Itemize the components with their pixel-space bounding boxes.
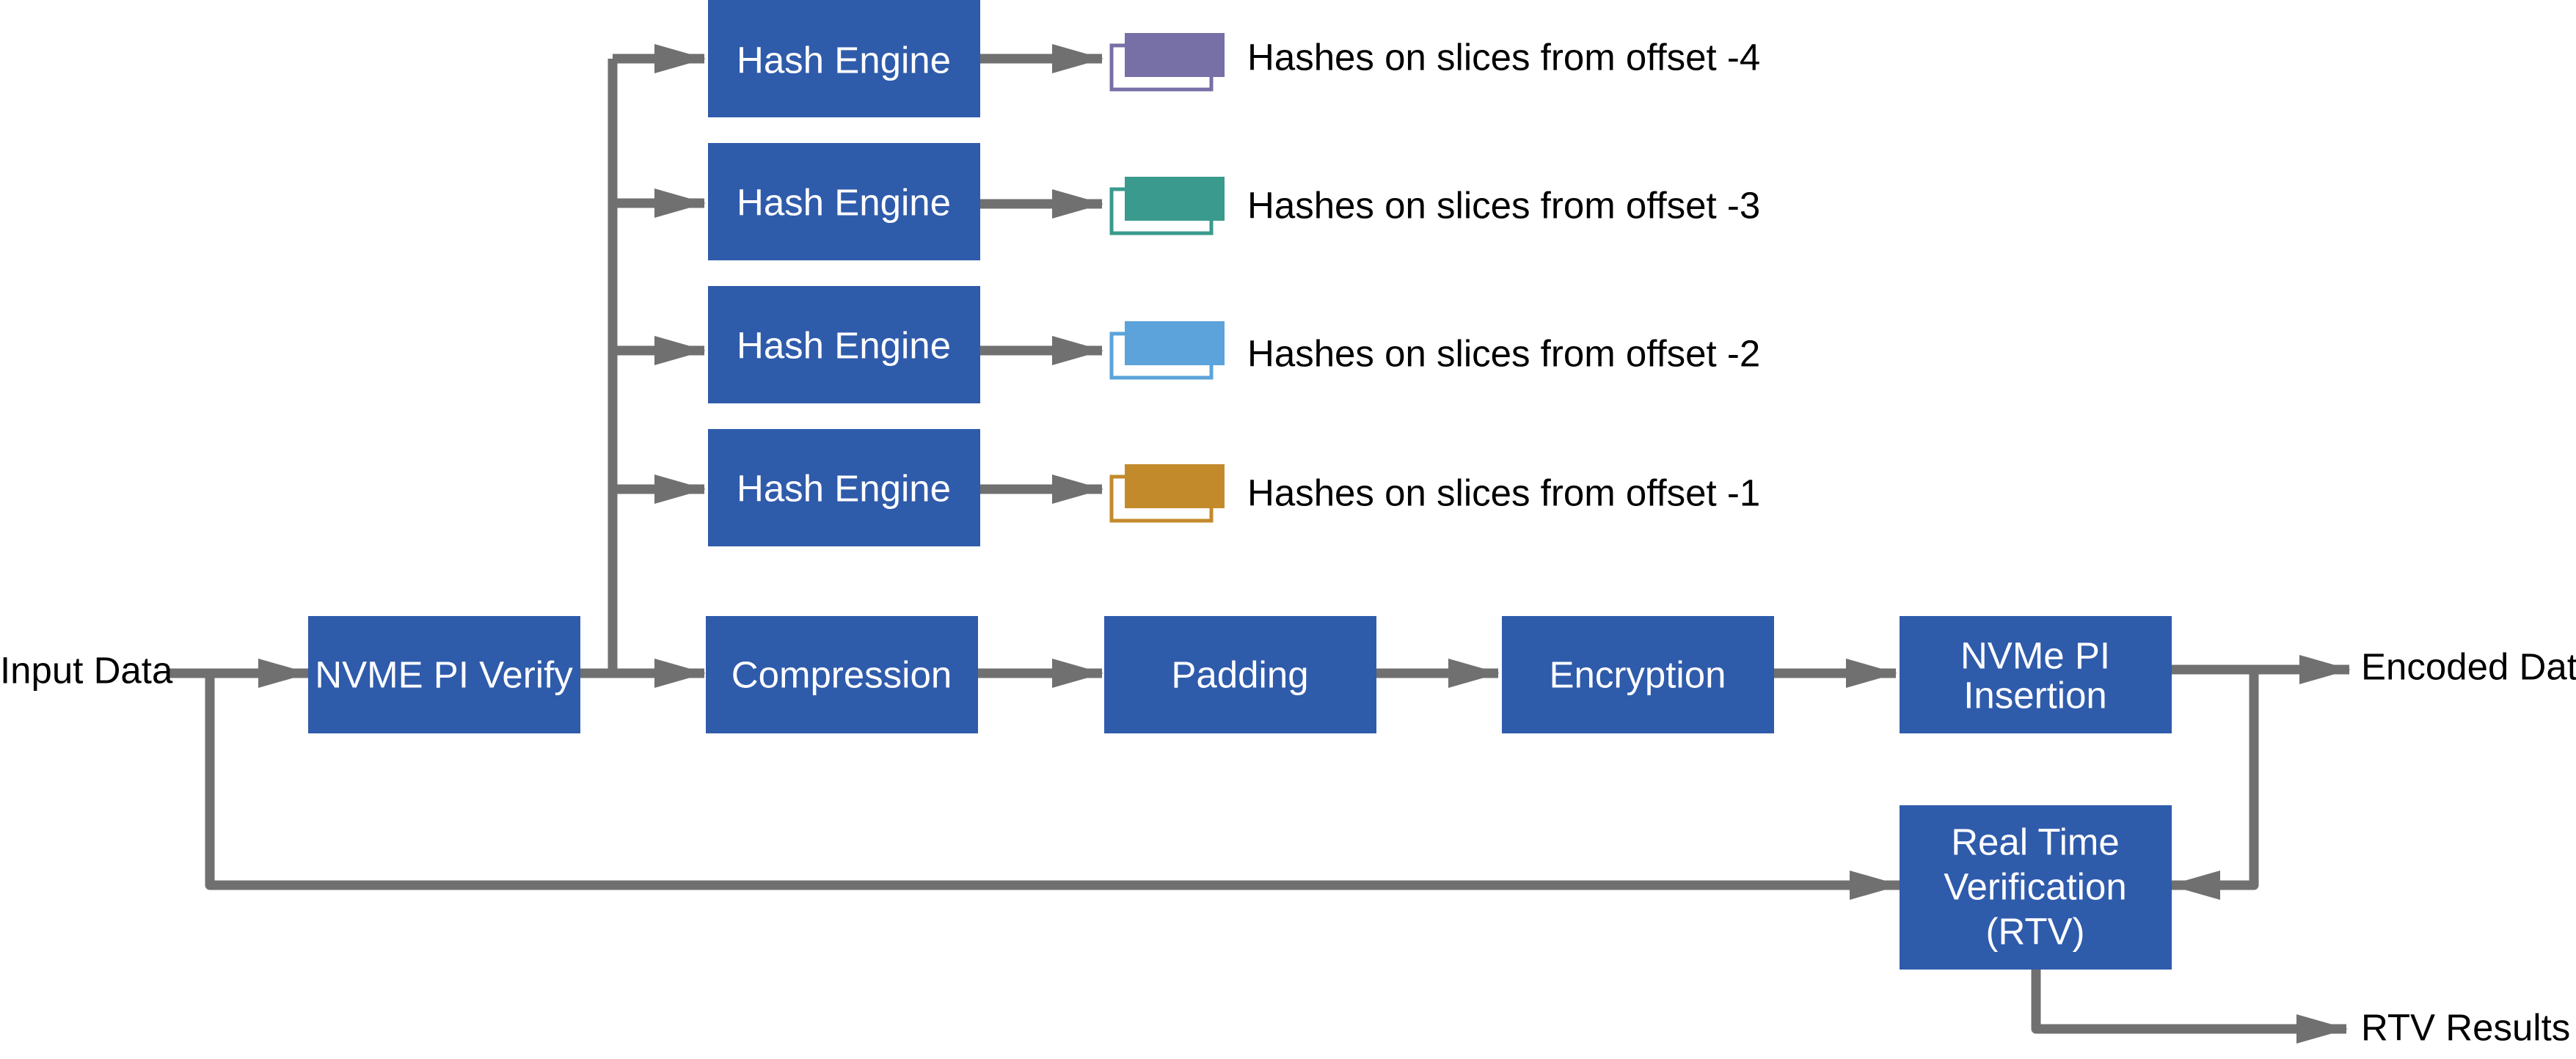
rtv-label-line-2: Verification: [1944, 865, 2126, 907]
compression-box: [706, 616, 978, 733]
hash-marker-4-front: [1125, 464, 1225, 508]
hash-result-label-1: Hashes on slices from offset -4: [1247, 36, 1760, 78]
encryption-block: Encryption: [1502, 616, 1774, 733]
nvme-pi-verify-box: [308, 616, 580, 733]
encoded-data-label: Encoded Data: [2361, 645, 2576, 687]
compression-block: Compression: [706, 616, 978, 733]
hash-engine-1: Hash Engine: [708, 0, 980, 117]
arrow-insertion-to-rtv: [2169, 670, 2259, 900]
encryption-label: Encryption: [1550, 653, 1726, 695]
input-data-label: Input Data: [0, 649, 173, 691]
nvme-pi-insertion-label-line-2: Insertion: [1963, 674, 2107, 716]
encryption-box: [1502, 616, 1774, 733]
hash-engine-1-label: Hash Engine: [737, 39, 951, 81]
hash-result-label-4: Hashes on slices from offset -1: [1247, 472, 1760, 513]
rtv-label-line-1: Real Time: [1951, 821, 2120, 862]
hash-marker-2-front: [1125, 177, 1225, 221]
nvme-pi-verify-block: NVME PI Verify: [308, 616, 580, 733]
hash-engine-3: Hash Engine: [708, 286, 980, 403]
hash-engine-4-box: [708, 429, 980, 546]
hash-marker-3-front: [1125, 321, 1225, 365]
hash-engine-2-label: Hash Engine: [737, 181, 951, 223]
hash-engine-3-box: [708, 286, 980, 403]
rtv-results-label: RTV Results: [2361, 1006, 2570, 1048]
padding-label: Padding: [1171, 653, 1308, 695]
nvme-pi-insertion-block: NVMe PI Insertion: [1900, 616, 2172, 733]
hash-marker-1-front: [1125, 33, 1225, 77]
padding-block: Padding: [1104, 616, 1376, 733]
hash-engine-3-label: Hash Engine: [737, 324, 951, 366]
hash-engine-2-box: [708, 143, 980, 260]
padding-box: [1104, 616, 1376, 733]
hash-engine-4-label: Hash Engine: [737, 467, 951, 509]
hash-engine-2: Hash Engine: [708, 143, 980, 260]
nvme-pi-insertion-box: [1900, 616, 2172, 733]
arrow-rtv-to-results: [2031, 967, 2348, 1044]
rtv-label-line-3: (RTV): [1985, 910, 2084, 952]
connectors: [167, 44, 2351, 1044]
hash-result-label-3: Hashes on slices from offset -2: [1247, 332, 1760, 374]
hash-marker-4: [1109, 464, 1225, 523]
arrow-input-to-rtv: [205, 673, 1901, 900]
hash-marker-2: [1109, 177, 1225, 235]
hash-marker-1: [1109, 33, 1225, 92]
rtv-block: Real Time Verification (RTV): [1900, 805, 2172, 970]
nvme-pi-verify-label: NVME PI Verify: [315, 653, 573, 695]
hash-result-label-2: Hashes on slices from offset -3: [1247, 184, 1760, 226]
hash-engine-1-box: [708, 0, 980, 117]
compression-label: Compression: [731, 653, 952, 695]
hash-engine-4: Hash Engine: [708, 429, 980, 546]
rtv-box: [1900, 805, 2172, 970]
hash-marker-3: [1109, 321, 1225, 380]
nvme-pi-insertion-label-line-1: NVMe PI: [1960, 634, 2110, 676]
